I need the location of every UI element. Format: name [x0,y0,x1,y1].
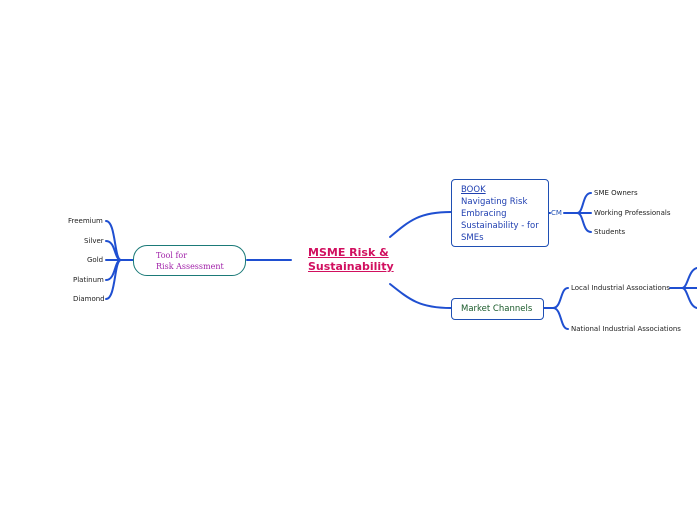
book-line4: Sustainability - for [461,221,539,231]
channel-national-associations[interactable]: National Industrial Associations [571,325,681,333]
link-central-book [389,211,452,238]
market-channels-label: Market Channels [461,304,533,314]
central-topic-line1: MSME Risk & [308,246,389,259]
tier-diamond[interactable]: Diamond [73,295,105,303]
tier-platinum[interactable]: Platinum [73,276,104,284]
channel-local-associations[interactable]: Local Industrial Associations [571,284,670,292]
tool-line1: Tool for [156,251,188,260]
book-node[interactable]: BOOK Navigating Risk Embracing Sustainab… [451,179,549,247]
link-local-ext-lower [681,287,697,309]
link-central-market [389,283,452,309]
tier-silver[interactable]: Silver [84,237,104,245]
tool-line2: Risk Assessment [156,262,224,271]
link-audience-owners [576,192,592,214]
book-line2: Navigating Risk [461,197,528,207]
central-topic[interactable]: MSME Risk & Sustainability [308,246,394,274]
central-topic-line2: Sustainability [308,260,394,273]
link-audience-students [576,212,592,233]
book-line3: Embracing [461,209,507,219]
book-connector-label: CM [551,209,562,217]
audience-students[interactable]: Students [594,228,626,236]
link-channel-local [552,287,569,309]
book-line5: SMEs [461,233,484,243]
book-link[interactable]: BOOK [461,185,486,195]
tier-freemium[interactable]: Freemium [68,217,103,225]
tool-node[interactable]: Tool for Risk Assessment [133,245,246,276]
audience-working-professionals[interactable]: Working Professionals [594,209,671,217]
market-channels-node[interactable]: Market Channels [451,298,544,320]
link-local-ext-upper [681,267,697,289]
audience-sme-owners[interactable]: SME Owners [594,189,638,197]
link-tier-diamond [105,259,122,300]
link-channel-national [552,307,569,330]
tier-gold[interactable]: Gold [87,256,104,264]
